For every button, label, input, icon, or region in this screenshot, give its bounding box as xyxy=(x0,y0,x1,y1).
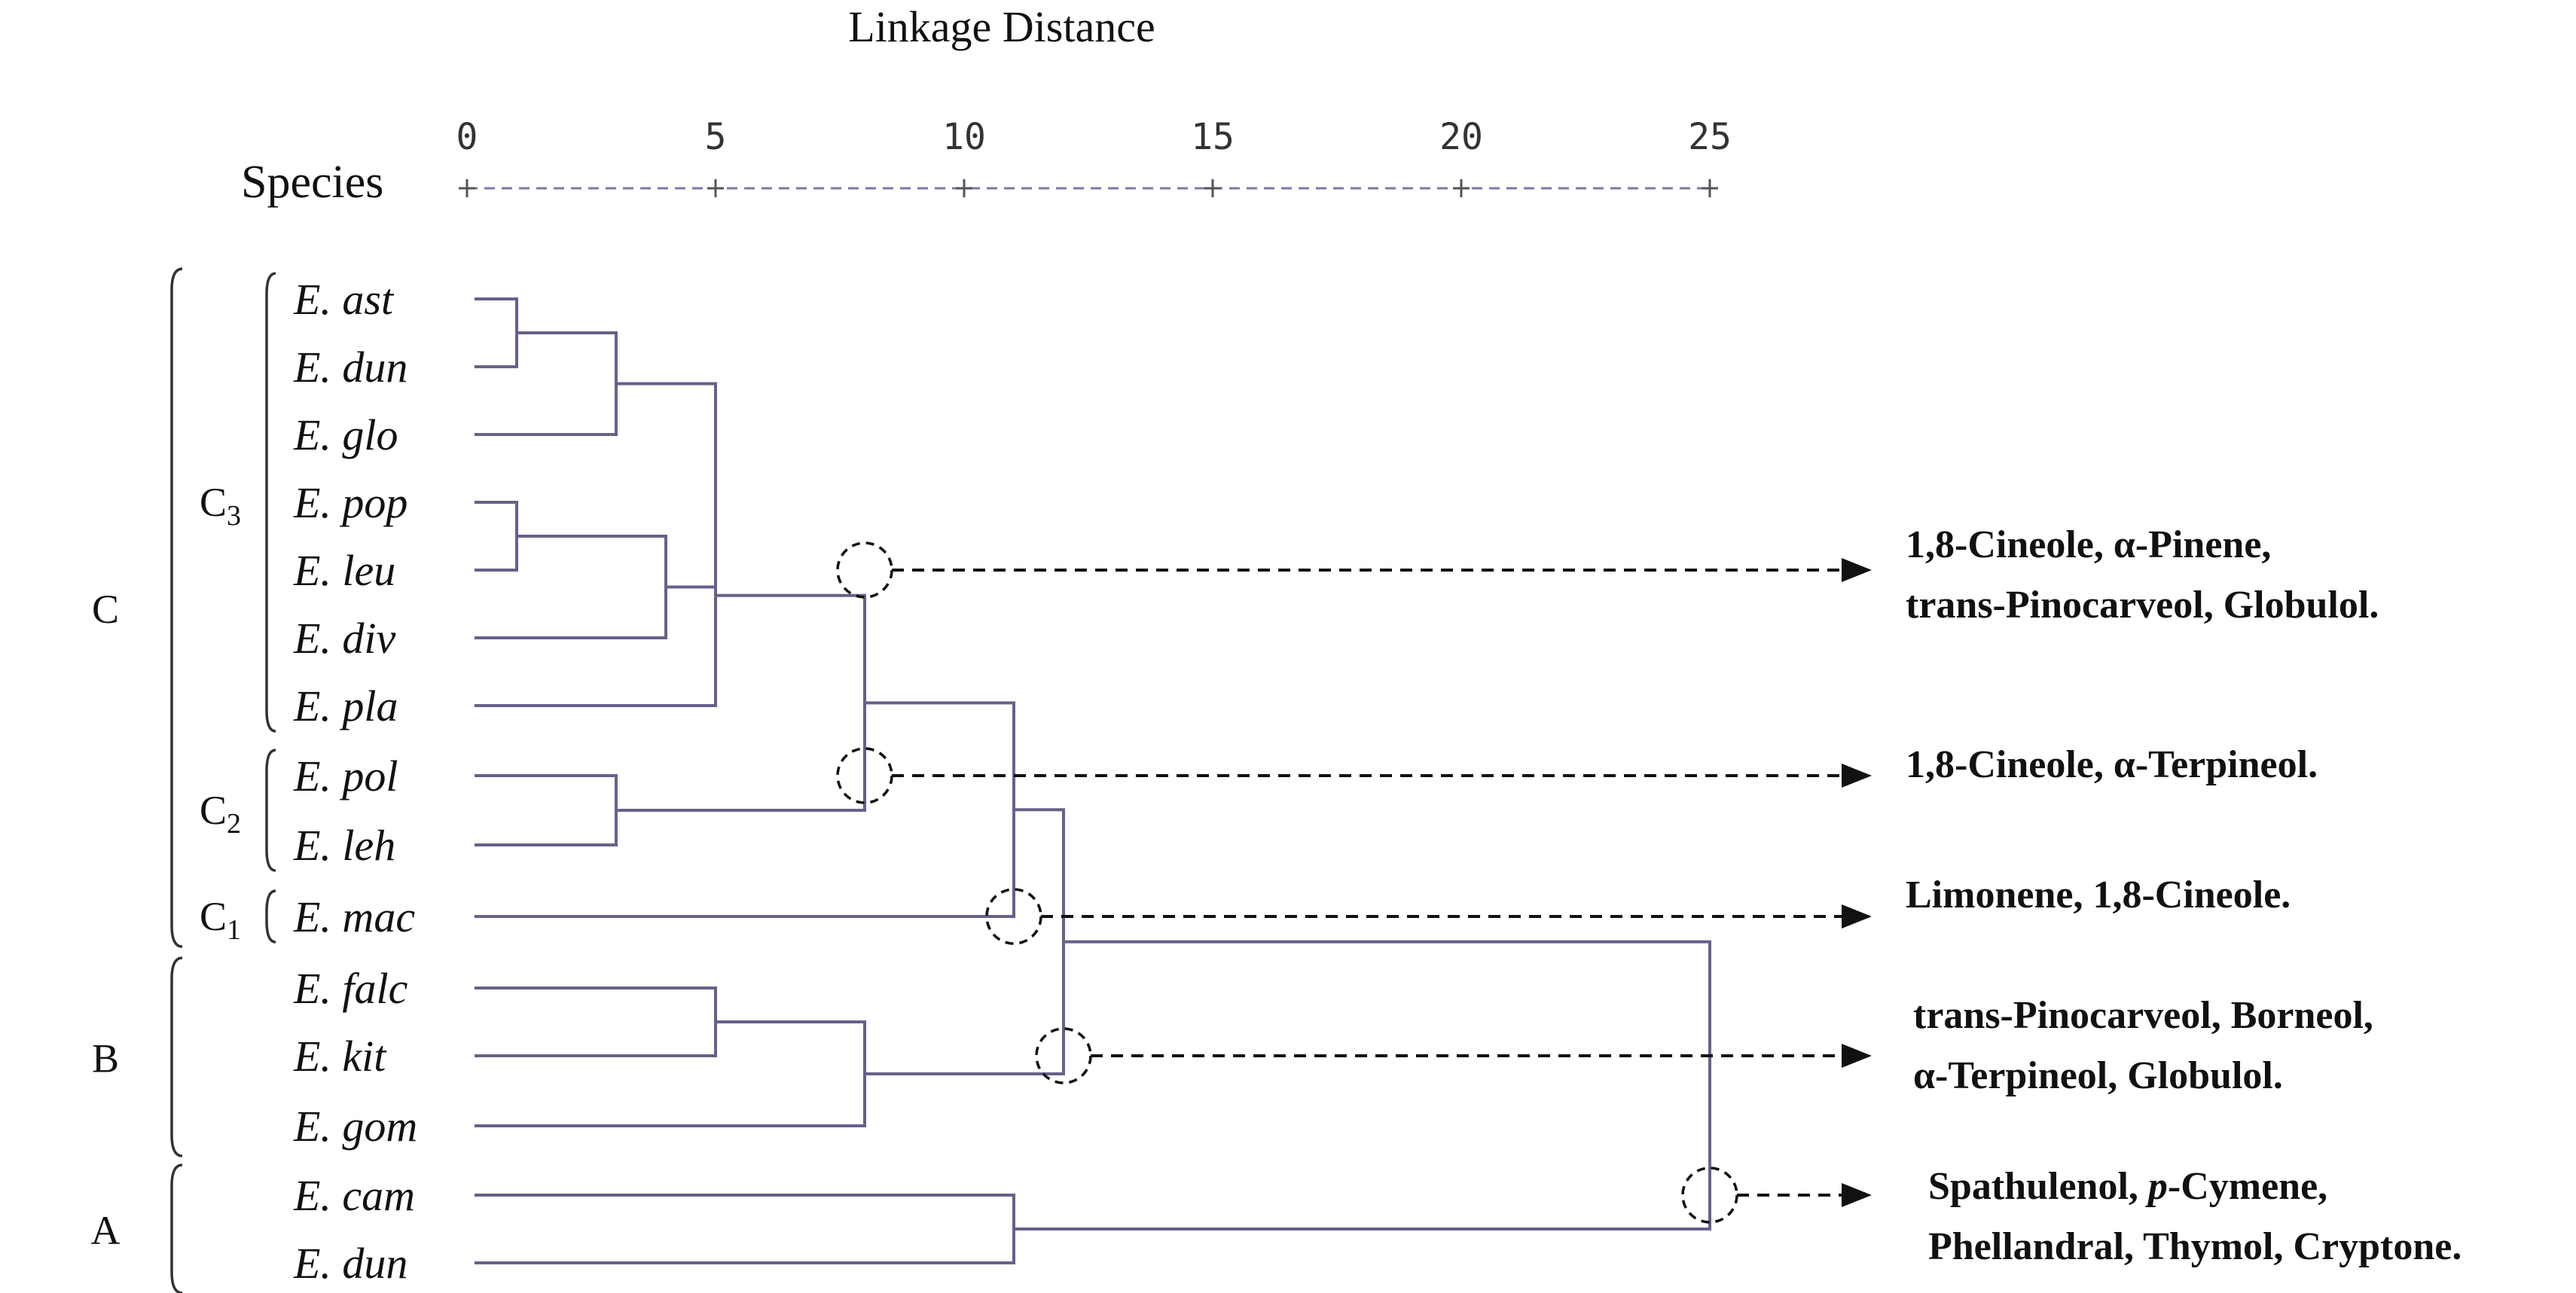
species-leaf-label: E. pol xyxy=(293,752,398,801)
dendrogram-branch xyxy=(616,593,866,812)
dendrogram-branch xyxy=(475,535,667,639)
dendrogram-branch xyxy=(475,485,717,707)
dendrogram-branch xyxy=(475,331,618,436)
cluster-annotations: 1,8-Cineole, α-Pinene, trans-Pinocarveol,… xyxy=(836,523,2462,1268)
species-leaf-label: E. leu xyxy=(293,546,395,595)
linkage-axis: 0 5 10 15 20 25 xyxy=(456,116,1732,197)
arrow-head-icon xyxy=(1842,1183,1872,1207)
species-leaf-label: E. mac xyxy=(293,892,415,941)
dendrogram-branch xyxy=(475,501,518,572)
annotation-text: Phellandral, Thymol, Cryptone. xyxy=(1928,1225,2462,1268)
subcluster-label: C1 xyxy=(200,894,241,946)
annotation-text: trans-Pinocarveol, Borneol, xyxy=(1913,994,2373,1037)
axis-tick-label: 15 xyxy=(1191,116,1235,158)
species-label: Species xyxy=(241,157,383,208)
subcluster-brace xyxy=(265,889,276,944)
species-leaf-label: E. gom xyxy=(293,1102,417,1151)
species-leaf-label: E. cam xyxy=(293,1171,415,1220)
arrow-head-icon xyxy=(1842,764,1872,788)
species-leaf-label: E. pop xyxy=(293,478,407,527)
arrow-head-icon xyxy=(1842,1044,1872,1068)
dendrogram-branch xyxy=(475,987,717,1057)
annotation-text: Spathulenol, p-Cymene, xyxy=(1928,1165,2327,1208)
species-labels: E. ast E. dun E. glo E. pop E. leu E. div E. p… xyxy=(293,275,417,1288)
chart-title: Linkage Distance xyxy=(848,2,1155,51)
species-leaf-label: E. ast xyxy=(293,275,395,324)
cluster-label: B xyxy=(92,1036,119,1081)
species-leaf-label: E. falc xyxy=(293,964,408,1013)
subcluster-brace xyxy=(265,272,276,733)
axis-tick-label: 5 xyxy=(705,116,727,158)
species-leaf-label: E. dun xyxy=(293,343,407,392)
dendrogram-branches xyxy=(475,297,1711,1264)
axis-tick-label: 20 xyxy=(1439,116,1483,158)
annotation-text: Limonene, 1,8-Cineole. xyxy=(1906,874,2291,916)
annotation-text: 1,8-Cineole, α-Pinene, xyxy=(1906,523,2271,566)
cluster-brace xyxy=(170,267,183,948)
dendrogram-branch xyxy=(865,808,1065,1075)
arrow-head-icon xyxy=(1842,558,1872,582)
annotation-text: trans-Pinocarveol, Globulol. xyxy=(1906,584,2379,627)
subcluster-brace xyxy=(265,749,276,872)
arrow-head-icon xyxy=(1842,904,1872,929)
cluster-brace xyxy=(170,956,183,1157)
node-marker-circle xyxy=(836,541,893,599)
cluster-brace xyxy=(170,1163,183,1293)
annotation-text: α-Terpineol, Globulol. xyxy=(1913,1054,2283,1097)
cluster-label: A xyxy=(91,1208,121,1253)
species-leaf-label: E. glo xyxy=(293,410,398,459)
axis-tick-label: 10 xyxy=(942,116,986,158)
species-leaf-label: E. pla xyxy=(293,682,398,730)
species-leaf-label: E. kit xyxy=(293,1032,387,1081)
dendrogram-branch xyxy=(1014,940,1711,1230)
dendrogram-branch xyxy=(475,774,618,846)
species-leaf-label: E. leh xyxy=(293,821,395,870)
subcluster-label: C3 xyxy=(200,480,241,532)
species-leaf-label: E. dun xyxy=(293,1239,407,1288)
dendrogram-branch xyxy=(475,297,518,368)
axis-tick-label: 25 xyxy=(1688,116,1732,158)
dendrogram-branch xyxy=(475,1020,866,1127)
axis-tick-label: 0 xyxy=(456,116,478,158)
cluster-label: C xyxy=(92,587,119,632)
species-leaf-label: E. div xyxy=(293,614,396,663)
dendrogram-branch xyxy=(475,1194,1015,1264)
annotation-text: 1,8-Cineole, α-Terpineol. xyxy=(1906,743,2318,786)
subcluster-label: C2 xyxy=(200,788,241,840)
